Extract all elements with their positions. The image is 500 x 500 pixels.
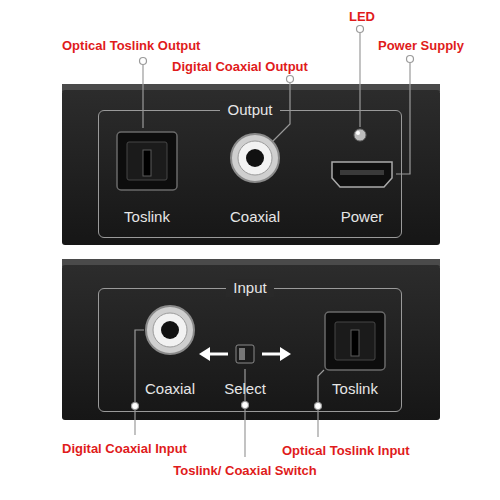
- leader-dot: [357, 26, 364, 33]
- callout-label: Digital Coaxial Input: [62, 440, 187, 457]
- leader-dot: [242, 402, 249, 409]
- port-inner: [335, 322, 375, 360]
- port-label: Select: [224, 380, 266, 397]
- port-label: Coaxial: [145, 380, 195, 397]
- leader-line: [359, 33, 360, 127]
- leader-line: [142, 65, 143, 128]
- led-lens: [354, 129, 366, 141]
- leader-dot: [287, 76, 294, 83]
- coaxial-port: [231, 134, 279, 182]
- panel-heading: Input: [226, 279, 273, 297]
- panel-heading: Output: [220, 101, 279, 119]
- callout-label: Power Supply: [378, 37, 464, 54]
- led-highlight: [356, 131, 360, 135]
- switch-arrow: [208, 353, 228, 356]
- leader-line: [318, 370, 324, 403]
- port-hole: [161, 321, 179, 339]
- select-switch: [199, 345, 291, 363]
- toslink-port: [325, 312, 385, 370]
- coaxial-port: [146, 306, 194, 354]
- led-indicator: [354, 129, 366, 141]
- port-ring: [153, 313, 187, 347]
- port-inner: [127, 142, 167, 180]
- toslink-port: [117, 132, 177, 190]
- leader-dot: [132, 403, 139, 410]
- leader-line: [396, 63, 410, 174]
- port-shell: [325, 312, 385, 370]
- callout-label: Optical Toslink Output: [62, 37, 200, 54]
- callout-label: Toslink/ Coaxial Switch: [173, 462, 317, 479]
- power-port-pins: [340, 170, 384, 175]
- leader-line: [135, 330, 144, 403]
- callout-label: Digital Coaxial Output: [172, 58, 308, 75]
- port-label: Toslink: [332, 380, 378, 397]
- housing-panel: [62, 90, 440, 245]
- leader-dots: [132, 26, 414, 410]
- leader-lines: [135, 33, 410, 457]
- switch-arrow: [262, 353, 282, 356]
- port-slot: [143, 150, 151, 176]
- switch-arrow: [199, 347, 210, 361]
- callout-label: LED: [349, 8, 375, 25]
- power-port: [332, 162, 392, 187]
- callout-label: Optical Toslink Input: [282, 442, 410, 459]
- port-ring: [238, 141, 272, 175]
- leader-dot: [315, 403, 322, 410]
- switch-knob: [239, 348, 245, 360]
- leader-dot: [407, 56, 414, 63]
- port-label: Coaxial: [230, 208, 280, 225]
- switch-body: [236, 345, 254, 363]
- leader-line: [134, 410, 135, 435]
- port-label: Toslink: [124, 208, 170, 225]
- housing-panel: [62, 265, 440, 420]
- switch-arrow: [280, 347, 291, 361]
- port-shell: [117, 132, 177, 190]
- port-ring: [146, 306, 194, 354]
- port-label: Power: [341, 208, 384, 225]
- leader-line: [317, 410, 318, 437]
- leader-dot: [140, 58, 147, 65]
- port-slot: [351, 330, 359, 356]
- port-hole: [246, 149, 264, 167]
- port-ring: [231, 134, 279, 182]
